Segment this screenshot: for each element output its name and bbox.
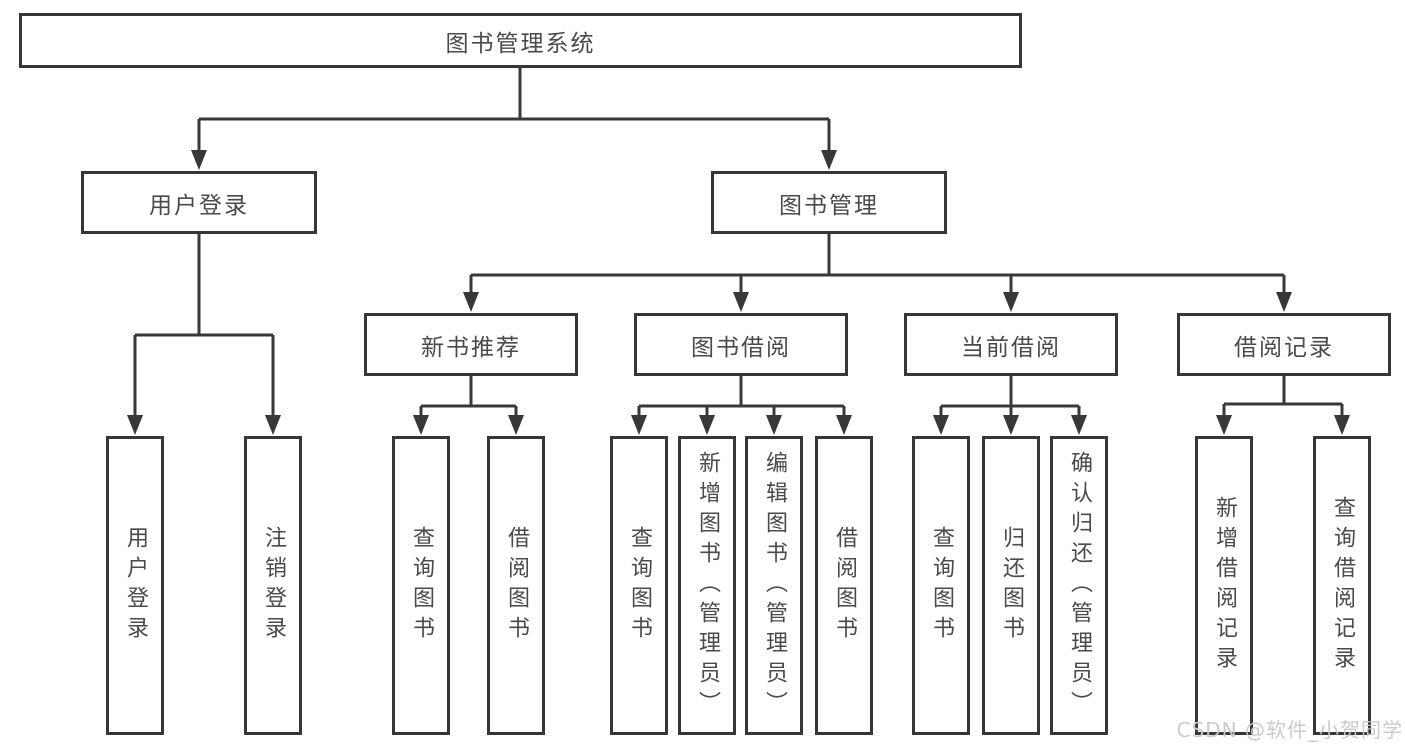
arrow-down-icon xyxy=(836,415,852,435)
connector-book-management-to-level3 xyxy=(463,234,1292,312)
node-query-books-borrow: 查询图书 xyxy=(610,436,668,735)
watermark: CSDN @软件_小贺同学 xyxy=(1176,718,1403,742)
node-borrow-books-leaf: 借阅图书 xyxy=(815,436,873,735)
node-borrow-records: 借阅记录 xyxy=(1177,313,1391,376)
arrow-down-icon xyxy=(508,415,524,435)
node-book-management: 图书管理 xyxy=(711,171,947,234)
arrow-down-icon xyxy=(821,150,837,170)
arrow-down-icon xyxy=(127,415,143,435)
arrow-down-icon xyxy=(1003,292,1019,312)
node-logout: 注销登录 xyxy=(244,436,302,735)
arrow-down-icon xyxy=(631,415,647,435)
arrow-down-icon xyxy=(933,415,949,435)
node-query-books-current: 查询图书 xyxy=(912,436,970,735)
node-user-login-leaf: 用户登录 xyxy=(106,436,164,735)
node-edit-books-admin: 编辑图书（管理员） xyxy=(745,436,803,735)
arrow-down-icon xyxy=(733,292,749,312)
node-confirm-return-admin: 确认归还（管理员） xyxy=(1050,436,1108,735)
arrow-down-icon xyxy=(1071,415,1087,435)
node-book-borrow: 图书借阅 xyxy=(634,313,848,376)
arrow-down-icon xyxy=(413,415,429,435)
node-new-book-recommend: 新书推荐 xyxy=(364,313,578,376)
node-return-books: 归还图书 xyxy=(982,436,1040,735)
connector-user-login-to-children xyxy=(127,234,281,435)
connector-book-borrow-to-children xyxy=(631,376,852,435)
arrow-down-icon xyxy=(1003,415,1019,435)
node-user-login: 用户登录 xyxy=(81,171,317,234)
arrow-down-icon xyxy=(1276,292,1292,312)
arrow-down-icon xyxy=(191,150,207,170)
node-borrow-books-recommend: 借阅图书 xyxy=(487,436,545,735)
arrow-down-icon xyxy=(1216,415,1232,435)
node-current-borrow: 当前借阅 xyxy=(904,313,1118,376)
node-library-management-system: 图书管理系统 xyxy=(19,13,1022,68)
connector-new-book-recommend-to-children xyxy=(413,376,524,435)
node-add-books-admin: 新增图书（管理员） xyxy=(678,436,736,735)
node-query-borrow-record: 查询借阅记录 xyxy=(1313,436,1371,735)
connector-borrow-records-to-children xyxy=(1216,376,1350,435)
arrow-down-icon xyxy=(1334,415,1350,435)
node-add-borrow-record: 新增借阅记录 xyxy=(1195,436,1253,735)
connector-current-borrow-to-children xyxy=(933,376,1087,435)
arrow-down-icon xyxy=(766,415,782,435)
node-query-books-recommend: 查询图书 xyxy=(392,436,450,735)
arrow-down-icon xyxy=(699,415,715,435)
arrow-down-icon xyxy=(463,292,479,312)
arrow-down-icon xyxy=(265,415,281,435)
connector-root-to-level2 xyxy=(191,68,837,170)
